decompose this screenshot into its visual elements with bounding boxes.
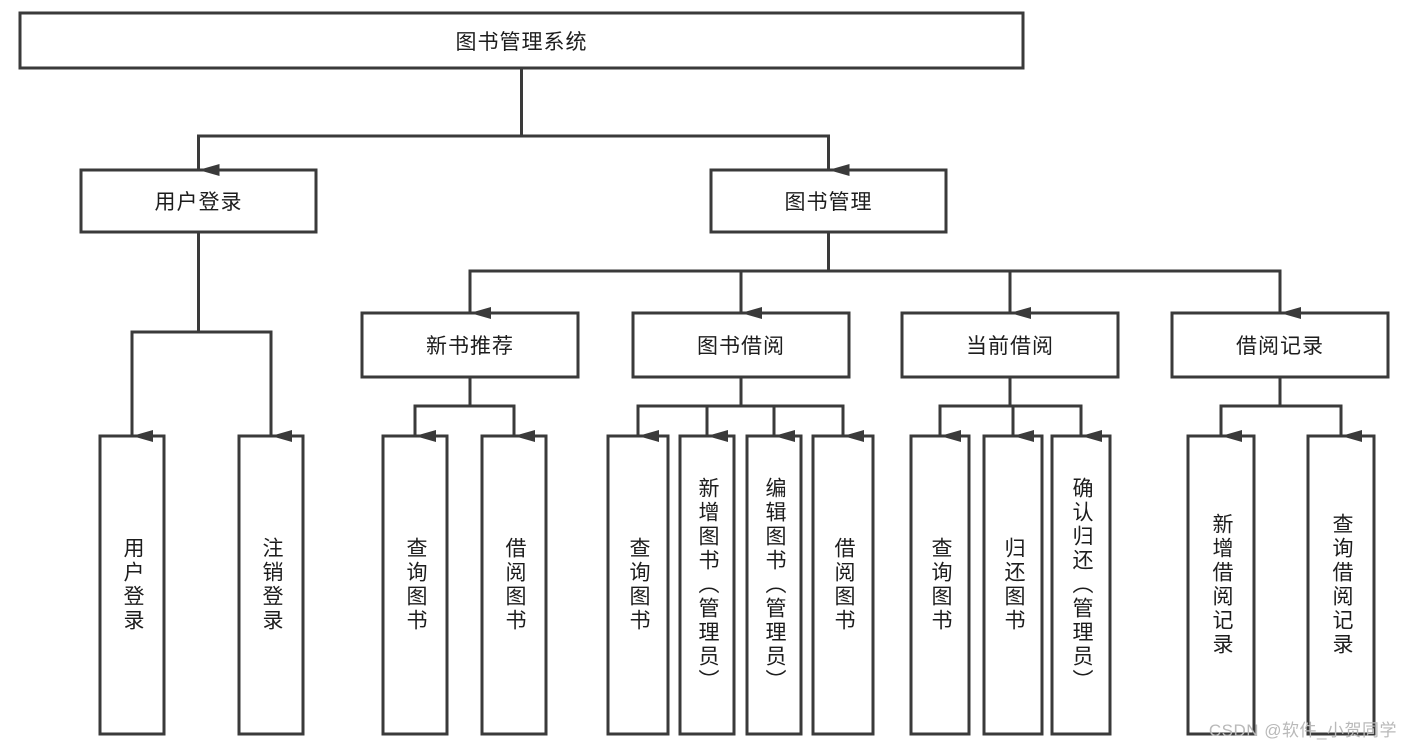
leaf-box-确认归还管理员[interactable] <box>1050 434 1112 736</box>
leaf-box-查询图书[interactable] <box>381 434 449 736</box>
leaf-box-新增借阅记录[interactable] <box>1186 434 1256 736</box>
l3-box-当前借阅[interactable] <box>900 311 1120 379</box>
l3-box-新书推荐[interactable] <box>360 311 580 379</box>
node-boxes <box>18 11 1390 736</box>
leaf-box-新增图书管理员[interactable] <box>678 434 736 736</box>
root-box-图书管理系统[interactable] <box>18 11 1025 70</box>
leaf-box-查询借阅记录[interactable] <box>1306 434 1376 736</box>
leaf-box-编辑图书管理员[interactable] <box>745 434 803 736</box>
l3-box-图书借阅[interactable] <box>631 311 851 379</box>
l2-box-图书管理[interactable] <box>709 168 948 234</box>
leaf-box-查询图书[interactable] <box>606 434 670 736</box>
l3-box-借阅记录[interactable] <box>1170 311 1390 379</box>
leaf-box-归还图书[interactable] <box>982 434 1044 736</box>
leaf-box-注销登录[interactable] <box>237 434 305 736</box>
leaf-box-借阅图书[interactable] <box>811 434 875 736</box>
leaf-box-用户登录[interactable] <box>98 434 166 736</box>
watermark-text: CSDN @软件_小贺同学 <box>1208 721 1397 740</box>
leaf-box-查询图书[interactable] <box>909 434 971 736</box>
leaf-box-借阅图书[interactable] <box>480 434 548 736</box>
l2-box-用户登录[interactable] <box>79 168 318 234</box>
connector-lines <box>130 66 1362 442</box>
